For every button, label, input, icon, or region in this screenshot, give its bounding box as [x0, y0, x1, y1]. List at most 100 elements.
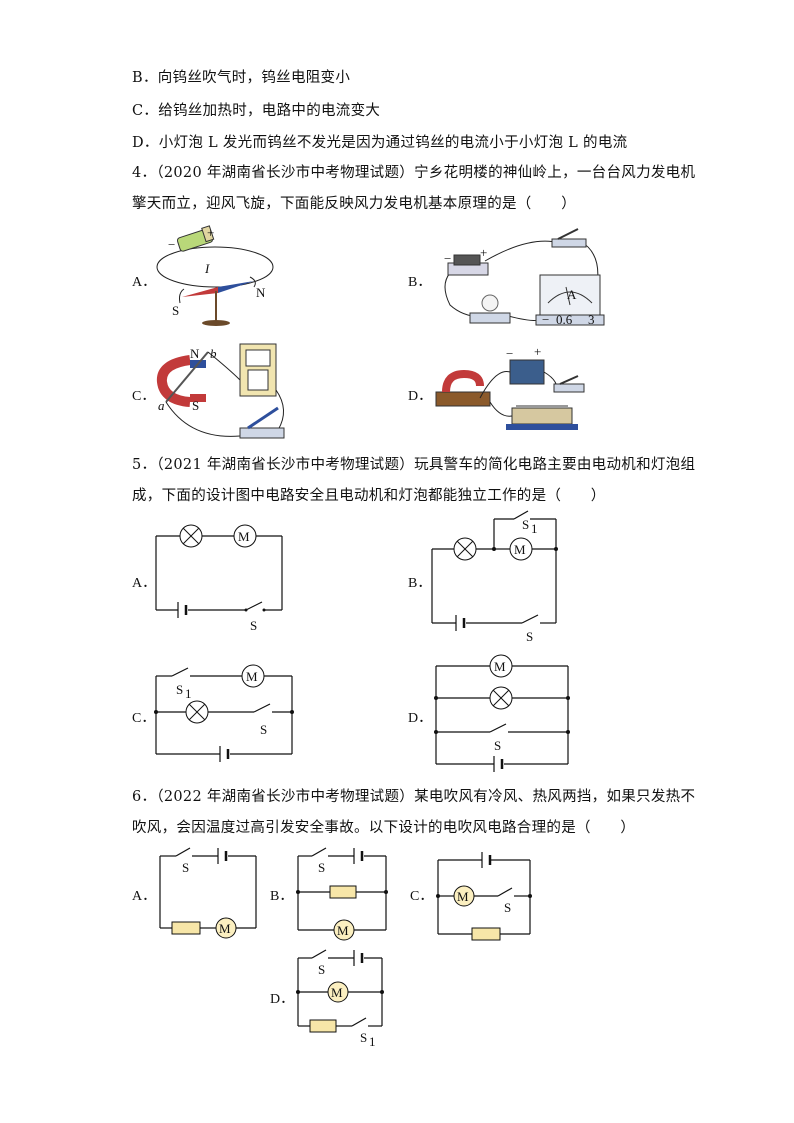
q6-stem-line2: 吹风，会因温度过高引发安全事故。以下设计的电吹风电路合理的是（ ）	[132, 820, 636, 836]
heater-resistor	[471, 927, 501, 941]
svg-text:M: M	[331, 985, 343, 1000]
battery-plus-label: +	[534, 344, 541, 359]
bulb-icon	[481, 294, 499, 312]
q4-figure-c: N S a b	[156, 343, 285, 439]
q6-stem-line1: 6．（2022 年湖南省长沙市中考物理试题）某电吹风有冷风、热风两挡，如果只发热…	[132, 789, 696, 805]
compass-needle-blue	[218, 281, 254, 293]
battery-minus-label: −	[168, 237, 175, 252]
lamp-icon	[489, 686, 513, 710]
motor-icon: M	[333, 919, 355, 941]
motor-icon: M	[215, 917, 237, 939]
south-label: S	[172, 303, 179, 318]
q5-circuit-c: M S 1 S	[154, 664, 294, 762]
q4-label-d[interactable]: D．	[408, 389, 433, 404]
rod-end-b: b	[210, 346, 217, 361]
q5-label-b[interactable]: B．	[408, 576, 432, 591]
current-label: I	[204, 261, 210, 276]
q4-label-a[interactable]: A．	[132, 275, 157, 290]
battery-minus-label: −	[506, 346, 513, 361]
battery-plus-label: +	[207, 225, 214, 240]
svg-text:M: M	[337, 923, 349, 938]
motor-icon: M	[241, 664, 265, 688]
switch-s-label: S	[504, 900, 511, 915]
switch-s-label: S	[526, 629, 533, 644]
lamp-icon	[179, 524, 203, 548]
q3-option-d: D．小灯泡 L 发光而钨丝不发光是因为通过钨丝的电流小于小灯泡 L 的电流	[132, 135, 628, 151]
switch-s1-label: S	[522, 517, 529, 532]
compass-needle-red	[182, 287, 218, 297]
q5-label-c[interactable]: C．	[132, 711, 156, 726]
switch-s-label: S	[250, 618, 257, 633]
q6-circuit-b: M S	[296, 847, 388, 941]
q5-circuit-b: M S 1 S	[431, 510, 558, 644]
motor-icon: M	[489, 654, 513, 678]
north-label: N	[256, 285, 266, 300]
rheostat-icon	[511, 407, 573, 425]
q5-label-a[interactable]: A．	[132, 576, 157, 591]
switch-s1-label: S	[360, 1030, 367, 1045]
motor-base	[435, 391, 491, 407]
q4-label-b[interactable]: B．	[408, 275, 432, 290]
heater-resistor	[309, 1019, 337, 1033]
svg-text:M: M	[457, 889, 469, 904]
switch-s-label: S	[182, 860, 189, 875]
switch-s-label: S	[260, 722, 267, 737]
q4-figure-d: − +	[435, 344, 585, 430]
q5-stem-line1: 5．（2021 年湖南省长沙市中考物理试题）玩具警车的简化电路主要由电动机和灯泡…	[132, 457, 696, 473]
q4-stem-line1: 4．（2020 年湖南省长沙市中考物理试题）宁乡花明楼的神仙岭上，一台台风力发电…	[132, 165, 696, 181]
switch-s1-subscript: 1	[185, 686, 192, 701]
q6-label-b[interactable]: B．	[270, 889, 294, 904]
q4-stem-line2: 擎天而立，迎风飞旋，下面能反映风力发电机基本原理的是（ ）	[132, 196, 576, 212]
motor-icon: M	[327, 981, 349, 1003]
heater-resistor	[171, 921, 201, 935]
motor-icon: M	[509, 537, 533, 561]
lamp-icon	[453, 537, 477, 561]
bulb-base	[469, 312, 511, 324]
q6-label-d[interactable]: D．	[270, 992, 295, 1007]
battery-plus-label: +	[480, 245, 487, 260]
switch-s1-subscript: 1	[531, 521, 538, 536]
motor-icon: M	[453, 885, 475, 907]
q3-option-c: C．给钨丝加热时，电路中的电流变大	[132, 103, 381, 119]
terminal-3: 3	[588, 312, 595, 327]
q6-label-c[interactable]: C．	[410, 889, 434, 904]
q6-circuit-c: M S	[436, 852, 532, 941]
south-label: S	[192, 398, 199, 413]
switch-base	[551, 238, 587, 248]
terminal-0-6: 0.6	[556, 312, 573, 327]
q6-label-a[interactable]: A．	[132, 889, 157, 904]
svg-text:M: M	[514, 542, 526, 557]
ammeter-icon	[539, 274, 601, 318]
switch-s-label: S	[318, 962, 325, 977]
lamp-icon	[185, 700, 209, 724]
q4-label-c[interactable]: C．	[132, 389, 156, 404]
ammeter-symbol: A	[567, 287, 577, 302]
switch-s-label: S	[318, 860, 325, 875]
battery-pack	[509, 359, 545, 385]
q5-circuit-d: M S	[434, 654, 570, 772]
q5-label-d[interactable]: D．	[408, 711, 433, 726]
heater-resistor	[329, 885, 357, 899]
north-label: N	[190, 346, 200, 361]
terminal-minus: −	[542, 312, 549, 327]
q5-circuit-a: M S	[155, 524, 283, 633]
switch-s1-label: S	[176, 682, 183, 697]
switch-base	[553, 383, 585, 393]
switch-s1-subscript: 1	[369, 1034, 376, 1049]
q6-circuit-d: M S S 1	[296, 949, 384, 1049]
battery-minus-label: −	[444, 251, 451, 266]
q6-circuit-a: M S	[159, 847, 257, 939]
q3-option-b: B．向钨丝吹气时，钨丝电阻变小	[132, 70, 351, 86]
svg-text:M: M	[246, 669, 258, 684]
svg-text:M: M	[238, 529, 250, 544]
switch-base	[239, 427, 285, 439]
svg-text:M: M	[494, 659, 506, 674]
motor-icon: M	[233, 524, 257, 548]
q4-figure-b: − + A − 0.6 3	[444, 228, 605, 327]
svg-text:M: M	[219, 921, 231, 936]
rod-end-a: a	[158, 398, 165, 413]
q5-stem-line2: 成，下面的设计图中电路安全且电动机和灯泡都能独立工作的是（ ）	[132, 488, 606, 504]
conductor-rod	[165, 351, 209, 403]
switch-s-label: S	[494, 738, 501, 753]
q4-figure-a: + − I S N	[156, 225, 274, 326]
